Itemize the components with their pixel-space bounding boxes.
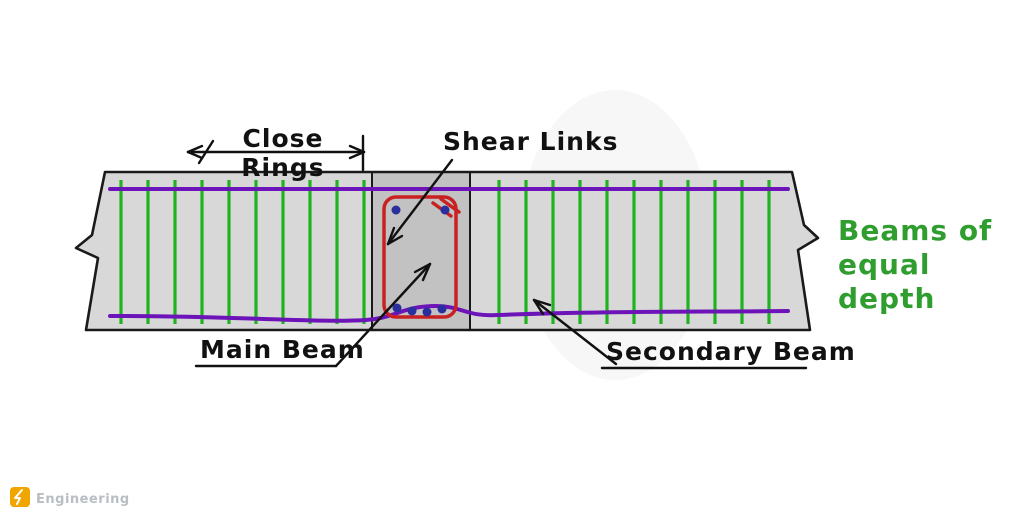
- secondary-beam-arrow: [532, 298, 808, 370]
- close-rings-label-line1: Close: [243, 124, 324, 153]
- close-rings-right: [478, 180, 780, 324]
- watermark-brand-text: Engineering: [36, 492, 130, 507]
- brand-watermark: Engineering: [10, 487, 130, 507]
- shear-link-stirrup: [382, 195, 458, 319]
- equal-depth-line2: equal: [838, 248, 930, 281]
- main-beam-arrow: [194, 262, 432, 368]
- bottom-rebar-bar: [108, 303, 790, 323]
- equal-depth-line3: depth: [838, 282, 935, 315]
- rebar-dot: [437, 304, 447, 314]
- shear-links-label: Shear Links: [443, 127, 618, 156]
- shear-links-arrow: [386, 158, 454, 246]
- rebar-dot: [407, 306, 417, 316]
- rebar-dot: [392, 303, 402, 313]
- bolt-icon: [14, 489, 23, 505]
- equal-depth-line1: Beams of: [838, 214, 992, 247]
- equal-depth-note: Beams of equal depth: [838, 214, 992, 315]
- rebar-dot: [391, 205, 401, 215]
- close-rings-dimension: [186, 134, 366, 172]
- rebar-dot: [440, 205, 450, 215]
- main-beam-label: Main Beam: [200, 335, 365, 364]
- rebar-dot: [422, 307, 432, 317]
- secondary-beam-label: Secondary Beam: [606, 337, 856, 366]
- close-rings-left: [112, 180, 368, 324]
- close-rings-label-line2: Rings: [241, 153, 324, 182]
- rebar-dots: [391, 205, 450, 317]
- beam-outline: [74, 170, 820, 332]
